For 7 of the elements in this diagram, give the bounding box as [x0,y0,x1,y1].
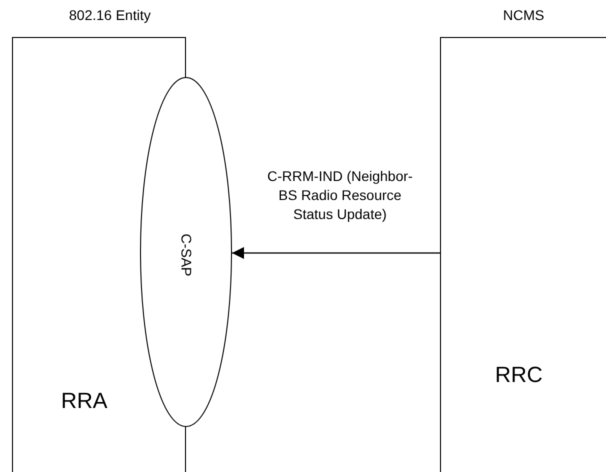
service-access-point-ellipse [140,77,232,427]
function-label: RRA [61,388,108,414]
function-label: RRC [495,362,543,388]
ellipse-label: C-SAP [178,234,194,276]
entity-title: NCMS [503,7,544,23]
arrow [232,247,440,259]
entity-title: 802.16 Entity [69,7,151,23]
